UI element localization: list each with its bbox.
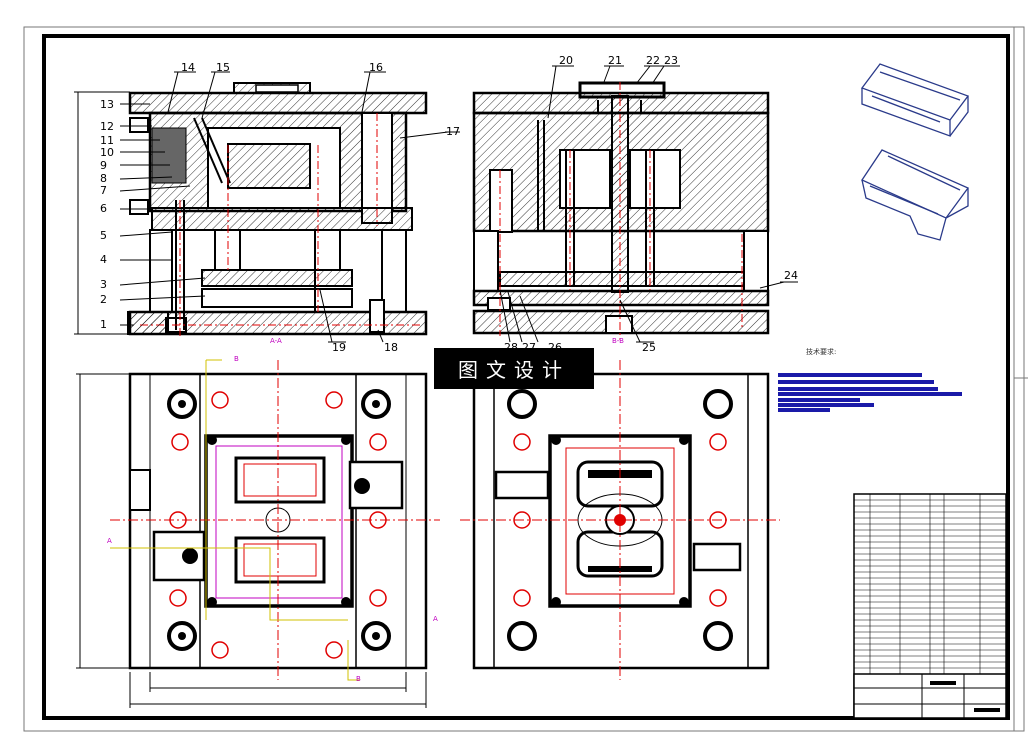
inner-frame (42, 34, 1010, 720)
callout-26: 26 (548, 341, 562, 354)
watermark-banner: 图文设计 (434, 348, 594, 389)
callout-4: 4 (100, 253, 107, 266)
callout-21: 21 (608, 54, 622, 67)
outer-sheet-border (23, 26, 1025, 732)
plan-view-fixed-half (460, 360, 780, 680)
callout-28: 28 (504, 341, 518, 354)
tech-requirements-lines (778, 373, 962, 412)
title-block (853, 493, 1007, 719)
callout-18: 18 (384, 341, 398, 354)
callout-16: 16 (369, 61, 383, 74)
callout-14: 14 (181, 61, 195, 74)
callout-8: 8 (100, 172, 107, 185)
callout-5: 5 (100, 229, 107, 242)
callout-17: 17 (446, 125, 460, 138)
section-view-bb (472, 65, 798, 343)
callout-2: 2 (100, 293, 107, 306)
callout-10: 10 (100, 146, 114, 159)
tech-requirements-title: 技术要求: (806, 348, 837, 356)
callout-24: 24 (784, 269, 798, 282)
callout-23: 23 (664, 54, 678, 67)
plan-view-moving-half (76, 359, 440, 708)
cut-mark-b-top: B (234, 355, 239, 363)
callout-9: 9 (100, 159, 107, 172)
callout-1: 1 (100, 318, 107, 331)
callout-6: 6 (100, 202, 107, 215)
callout-13: 13 (100, 98, 114, 111)
callout-19: 19 (332, 341, 346, 354)
callout-20: 20 (559, 54, 573, 67)
section-view-aa (74, 71, 460, 343)
callout-15: 15 (216, 61, 230, 74)
cut-mark-a-right: A (433, 615, 438, 623)
callout-27: 27 (522, 341, 536, 354)
callout-7: 7 (100, 184, 107, 197)
product-isometric (860, 63, 970, 241)
section-label-bb: B-B (612, 337, 624, 345)
callout-11: 11 (100, 134, 114, 147)
callout-3: 3 (100, 278, 107, 291)
cut-mark-b-bottom: B (356, 675, 361, 683)
callout-12: 12 (100, 120, 114, 133)
callout-22: 22 (646, 54, 660, 67)
section-label-aa: A-A (270, 337, 282, 345)
cut-mark-a-left: A (107, 537, 112, 545)
callout-25: 25 (642, 341, 656, 354)
